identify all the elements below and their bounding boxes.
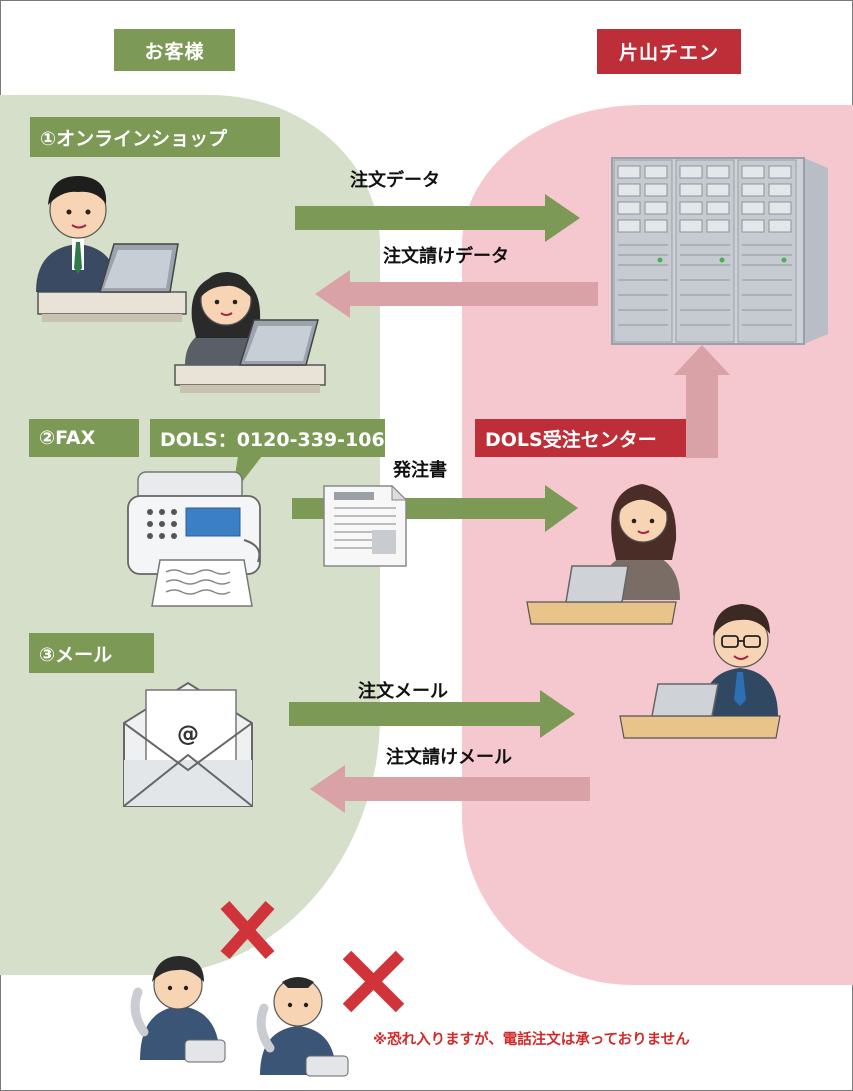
online-shop-label: ①オンラインショップ: [30, 117, 280, 157]
order-data-arrow: [295, 194, 580, 242]
fax-label: ②FAX: [29, 419, 139, 457]
mail-label: ③メール: [29, 633, 154, 673]
center-woman-staff-illustration: [526, 484, 680, 625]
fax-machine-icon: [127, 471, 261, 607]
cross-mark-icon: [220, 900, 275, 960]
center-man-staff-illustration: [619, 604, 781, 739]
server-icon: [611, 157, 828, 345]
customer-man-laptop-illustration: [36, 175, 187, 322]
cross-mark-icon: [342, 950, 405, 1013]
phone-order-note: ※恐れ入りますが、電話注文は承っておりません: [373, 1032, 690, 1048]
order-center-label: DOLS受注センター: [475, 419, 688, 457]
order-sheet-icon: [323, 484, 408, 567]
company-header: 片山チエン: [597, 29, 741, 74]
phone-caller-man-illustration: [256, 977, 349, 1077]
order-mail-arrow: [289, 690, 575, 738]
customer-woman-laptop-illustration: [174, 272, 326, 393]
fax-order-arrow: [292, 485, 578, 532]
fax-number-bubble: DOLS：0120-339-106: [150, 419, 385, 457]
center-to-server-arrow: [674, 345, 730, 458]
confirm-data-label: 注文請けデータ: [383, 246, 509, 267]
confirm-mail-arrow: [310, 765, 590, 813]
order-sheet-label: 発注書: [393, 460, 447, 481]
confirm-data-arrow: [315, 270, 598, 318]
customer-header: お客様: [114, 29, 235, 71]
envelope-mail-icon: @: [123, 681, 253, 807]
order-data-label: 注文データ: [350, 170, 440, 191]
confirm-mail-label: 注文請けメール: [386, 747, 512, 768]
at-symbol: @: [177, 722, 199, 747]
phone-caller-woman-illustration: [130, 956, 226, 1063]
order-mail-label: 注文メール: [358, 681, 448, 702]
